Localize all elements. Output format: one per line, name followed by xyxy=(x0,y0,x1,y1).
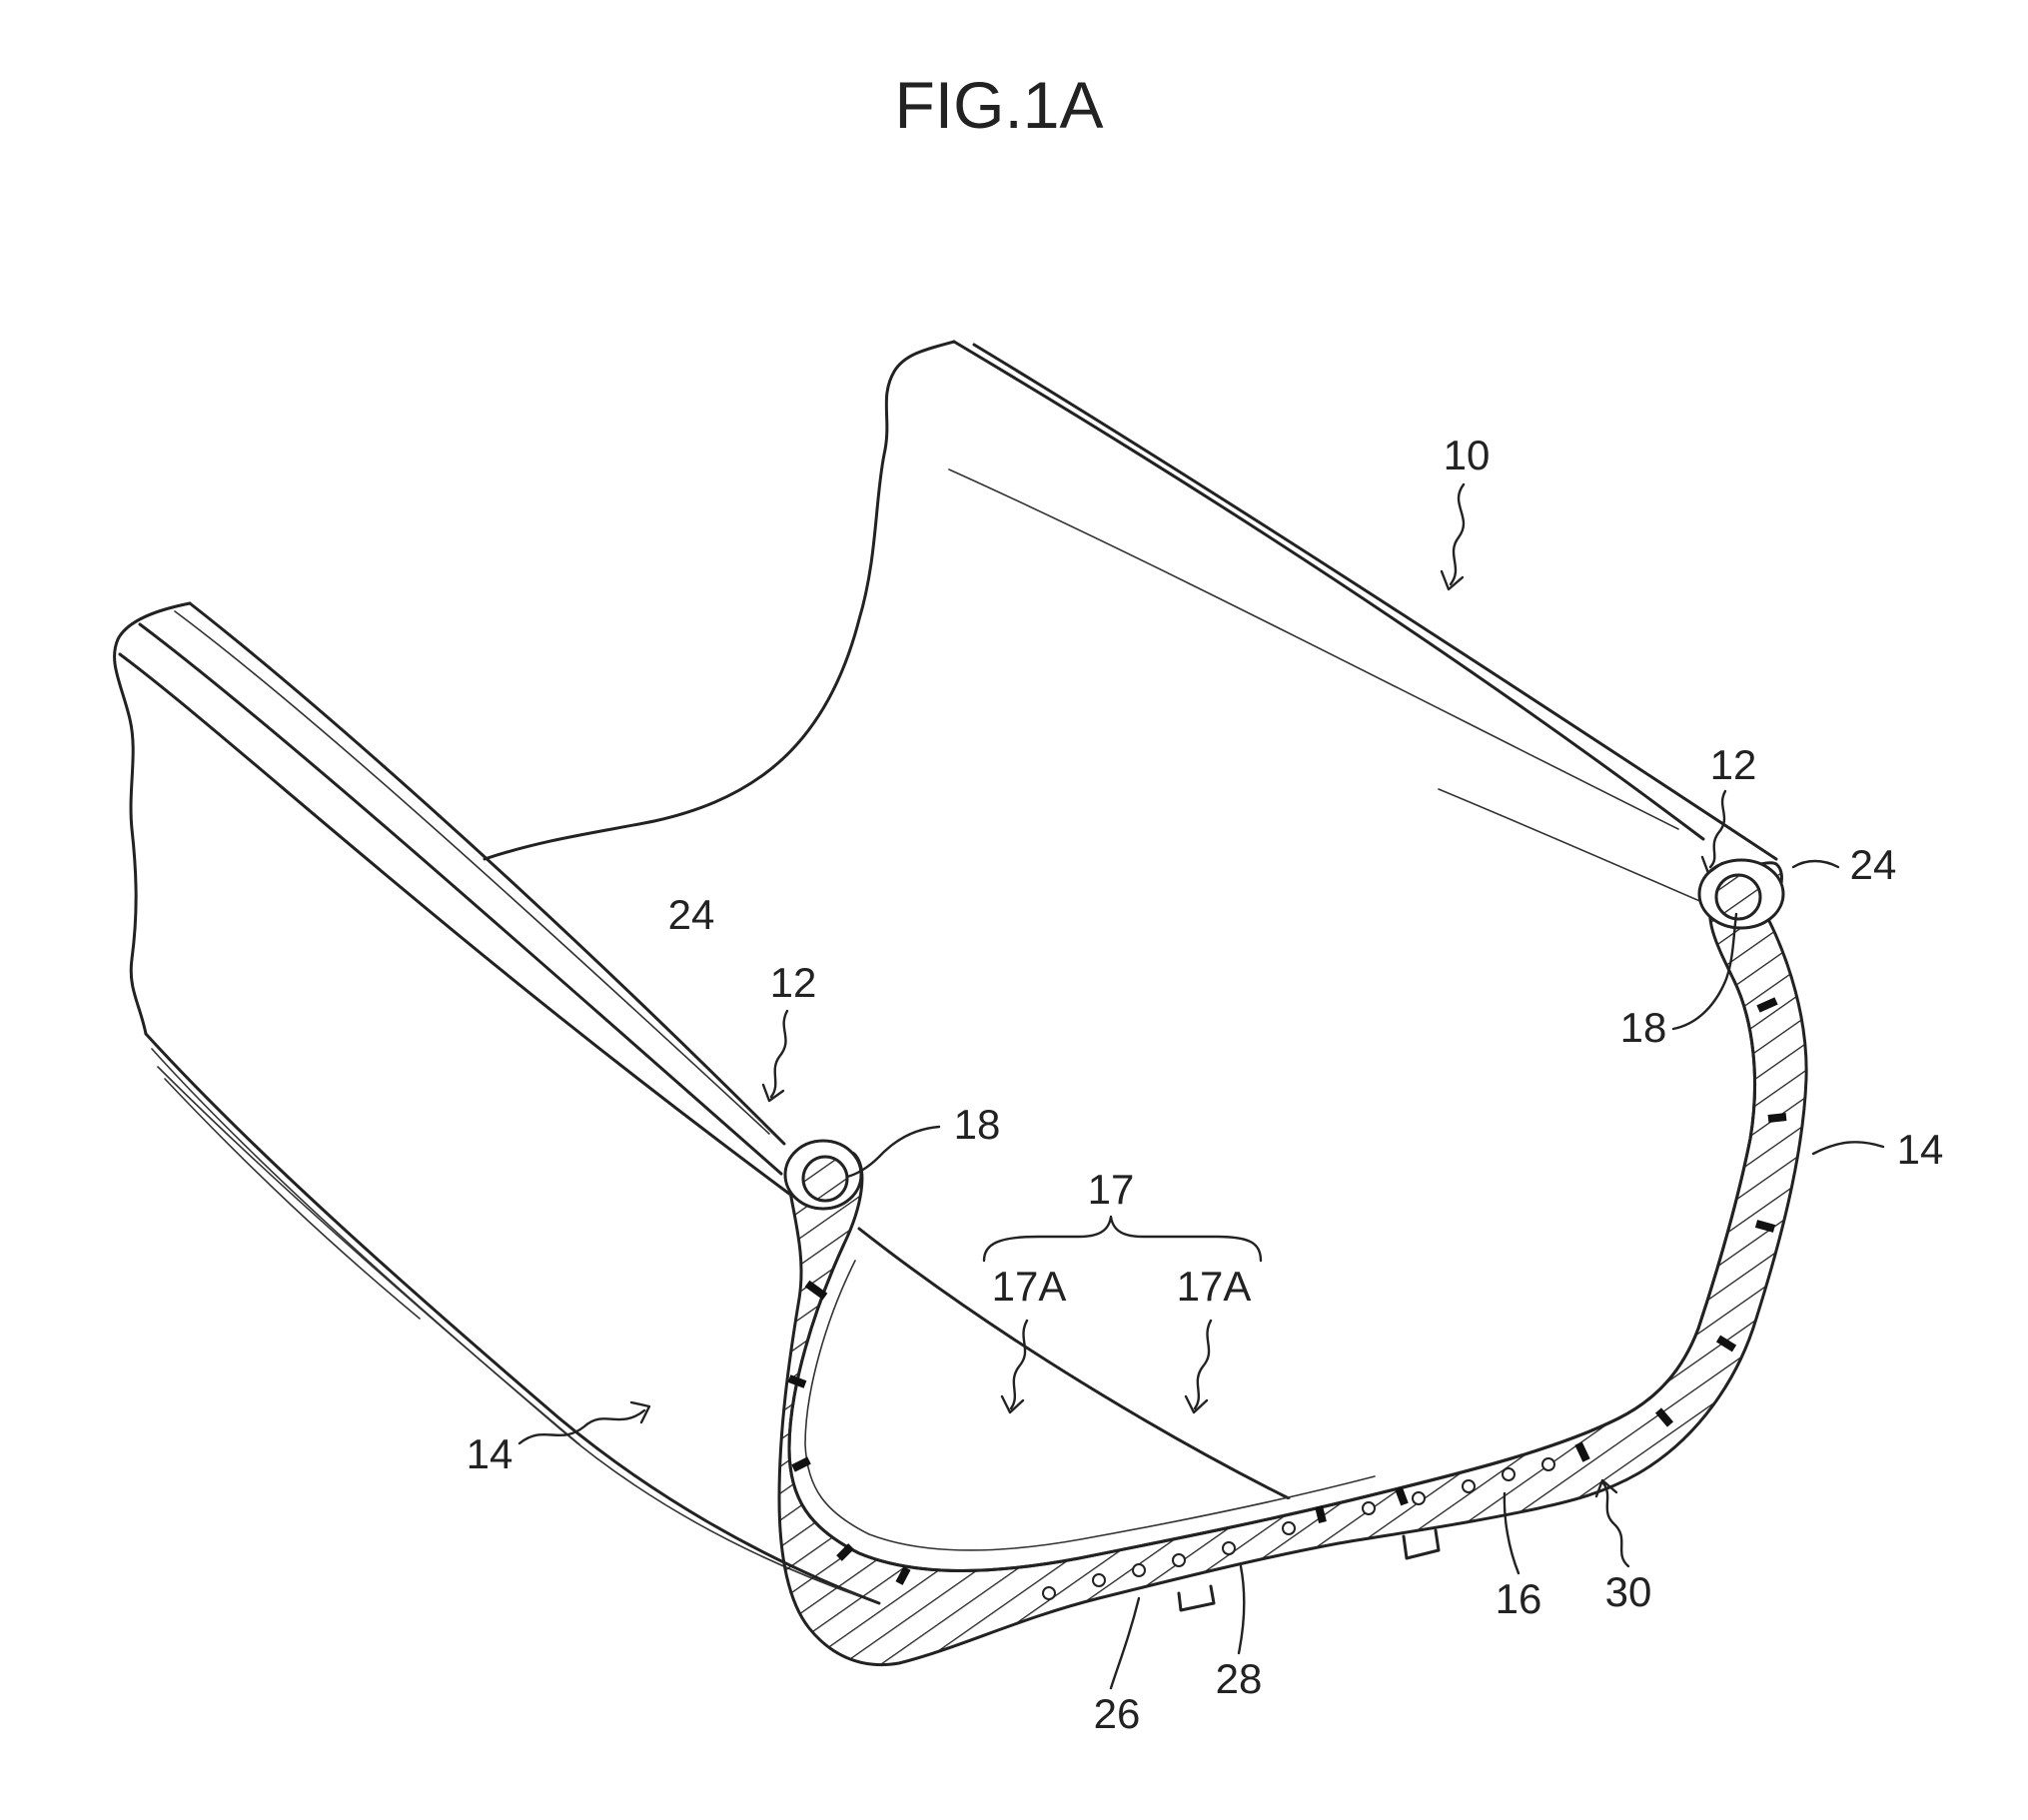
brace-17 xyxy=(984,1217,1261,1261)
right-bead-core xyxy=(1716,875,1760,919)
label-cord: 26 xyxy=(1094,1690,1141,1737)
crown-break-line xyxy=(485,342,954,859)
leaders xyxy=(519,484,1883,1688)
label-sidewall-right: 14 xyxy=(1897,1126,1944,1173)
leader-10 xyxy=(1451,484,1464,584)
left-bead-core xyxy=(803,1157,847,1201)
rubber-marks xyxy=(789,1001,1786,1583)
cross-section xyxy=(779,863,1806,1665)
leader-17a-right xyxy=(1195,1321,1211,1408)
label-belt: 16 xyxy=(1496,1575,1542,1622)
left-sidewall-shade-1 xyxy=(152,1049,859,1596)
tire-body xyxy=(115,342,1776,1603)
right-crown-inner-line xyxy=(949,469,1678,829)
section-fill xyxy=(779,863,1806,1665)
tread-groove-left xyxy=(1179,1586,1214,1610)
leader-28 xyxy=(1239,1566,1244,1653)
label-bead-left: 12 xyxy=(770,959,817,1006)
right-crown-inner-line-2 xyxy=(1439,789,1718,909)
left-bead-top-edge xyxy=(190,603,784,1144)
left-sidewall-outer xyxy=(146,1034,879,1603)
leader-12-right xyxy=(1710,791,1725,867)
label-inner-surface: 17 xyxy=(1088,1166,1135,1213)
leader-17a-left xyxy=(1011,1321,1027,1408)
leader-30 xyxy=(1603,1483,1628,1566)
label-tire: 10 xyxy=(1444,432,1491,478)
label-bead-core-left: 18 xyxy=(954,1101,1001,1148)
label-inner-region-right: 17A xyxy=(1177,1263,1252,1310)
left-bead-shading xyxy=(175,611,769,1134)
leader-26 xyxy=(1111,1598,1139,1688)
leader-24-right xyxy=(1793,861,1838,867)
label-groove: 28 xyxy=(1216,1655,1263,1702)
left-bead xyxy=(785,1141,861,1209)
left-sidewall-shade-3 xyxy=(165,1079,420,1319)
right-crown-outer xyxy=(954,342,1703,839)
label-rim-strip-right: 24 xyxy=(1850,841,1897,888)
label-tread: 30 xyxy=(1605,1568,1652,1615)
label-inner-region-left: 17A xyxy=(992,1263,1067,1310)
right-crown-outer-2 xyxy=(974,345,1776,859)
label-sidewall-left: 14 xyxy=(467,1430,513,1477)
label-rim-strip-left: 24 xyxy=(668,891,715,938)
left-sidewall-shade-2 xyxy=(158,1067,579,1444)
tread-groove-right xyxy=(1404,1530,1439,1558)
left-sidewall-break-line xyxy=(115,603,190,1034)
label-bead-core-right: 18 xyxy=(1620,1004,1667,1051)
leader-12-left xyxy=(771,1011,787,1097)
figure-title: FIG.1A xyxy=(894,68,1103,142)
label-bead-right: 12 xyxy=(1710,741,1757,788)
leader-14-right xyxy=(1813,1142,1883,1154)
